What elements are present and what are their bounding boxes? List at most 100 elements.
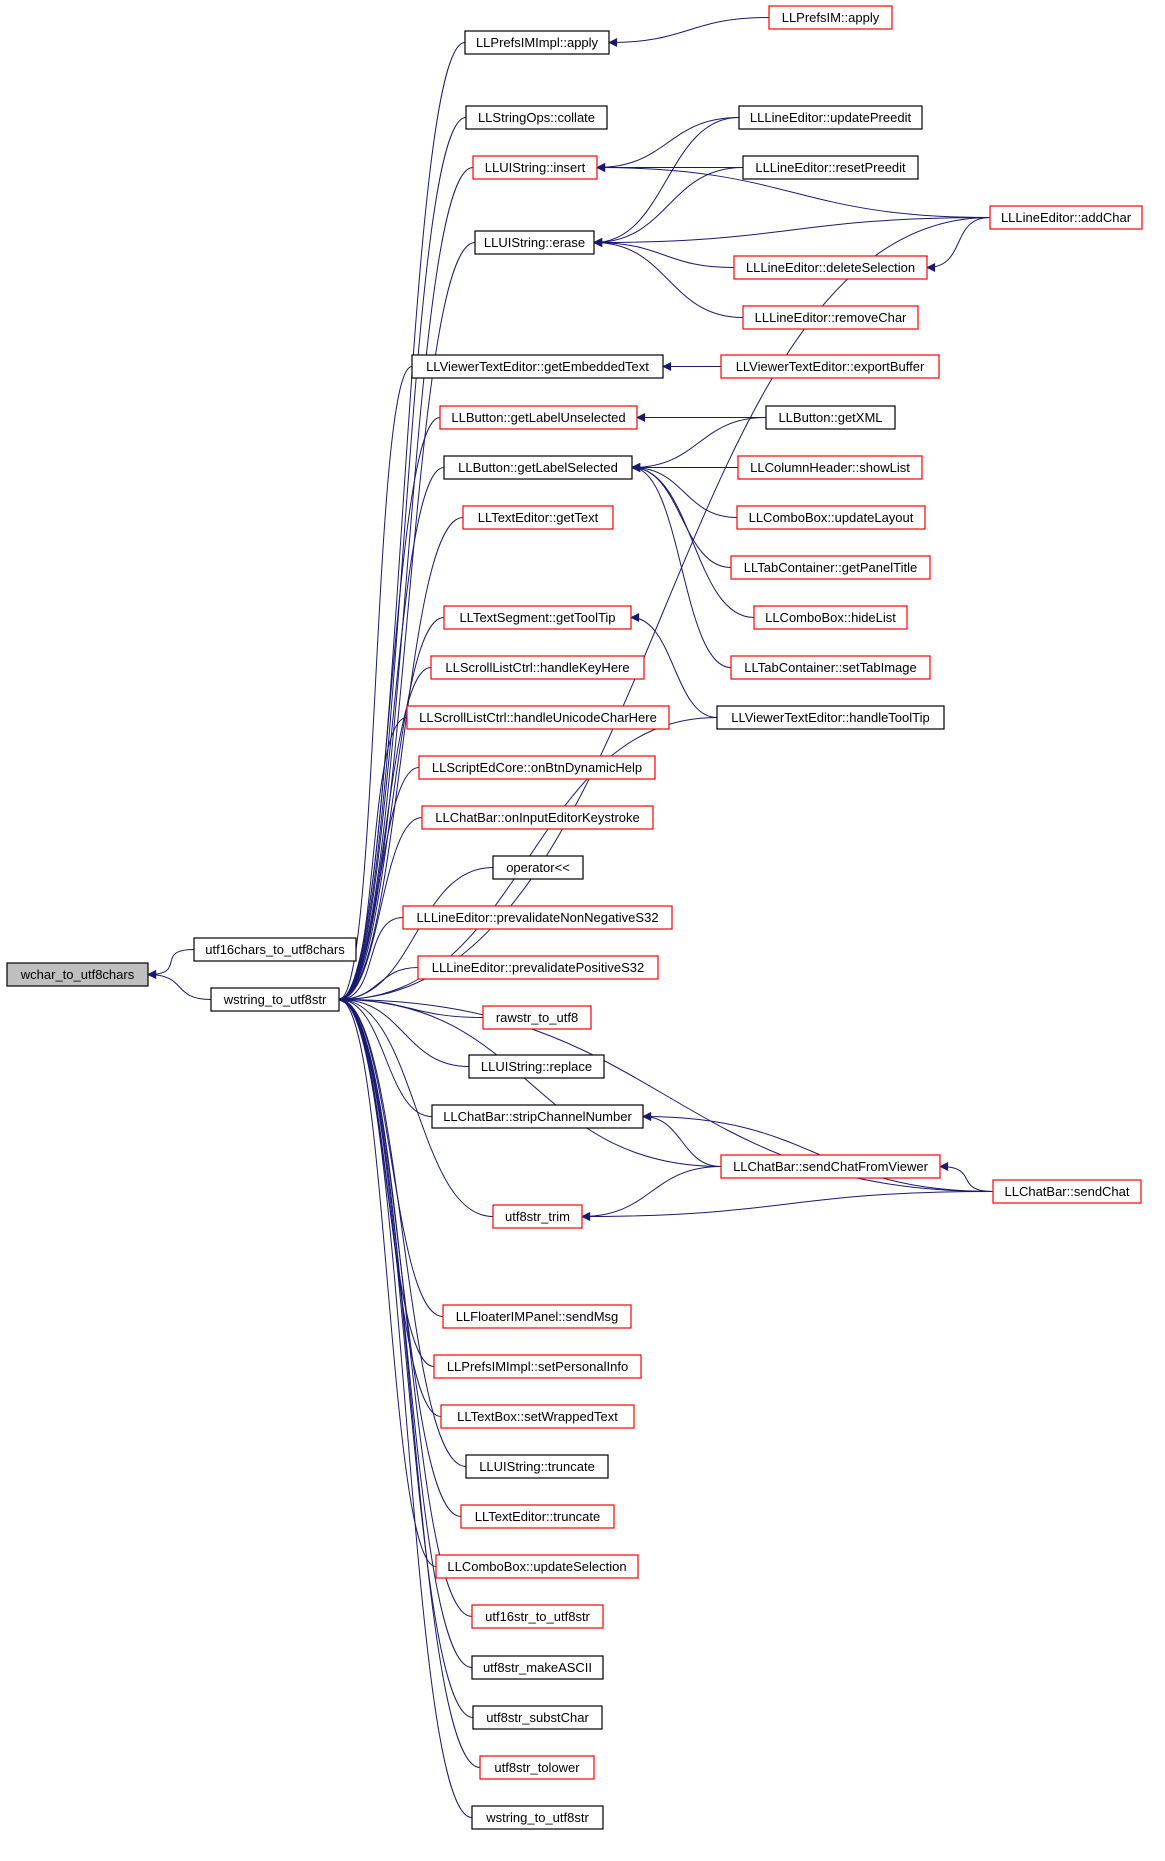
node-llcombobox-updateselection[interactable]: LLComboBox::updateSelection [435,1554,639,1579]
node-llbutton-getlabelselected[interactable]: LLButton::getLabelSelected [443,455,633,480]
node-operator-lshift[interactable]: operator<< [492,855,584,880]
node-lluistring-erase[interactable]: LLUIString::erase [474,230,595,255]
edge-llscriptedcore-onbtndynamichelp-to-wstring-to-utf8str [338,767,420,1004]
node-llcombobox-hidelist[interactable]: LLComboBox::hideList [753,605,908,630]
node-lllineeditor-prevalidatepositives32[interactable]: LLLineEditor::prevalidatePositiveS32 [417,955,659,980]
node-wstring-to-utf8str-2[interactable]: wstring_to_utf8str [471,1805,604,1830]
node-lltexteditor-truncate-box [460,1504,615,1529]
node-lluistring-insert-box [472,155,598,180]
node-utf8str-makeascii[interactable]: utf8str_makeASCII [471,1655,604,1680]
node-lltabcontainer-settabimage[interactable]: LLTabContainer::setTabImage [730,655,931,680]
node-layer: wchar_to_utf8chars utf16chars_to_utf8char… [6,5,1143,1830]
node-llcombobox-updatelayout-label: LLComboBox::updateLayout [749,510,914,525]
node-lltabcontainer-getpaneltitle[interactable]: LLTabContainer::getPanelTitle [730,555,931,580]
edge-lltextsegment-gettooltip-to-wstring-to-utf8str [338,617,445,1004]
node-utf16str-to-utf8str-box [471,1604,604,1629]
node-llscrolllistctrl-handlekeyhere[interactable]: LLScrollListCtrl::handleKeyHere [430,655,645,680]
node-lluistring-truncate-label: LLUIString::truncate [479,1459,595,1474]
node-lltexteditor-truncate-label: LLTextEditor::truncate [475,1509,601,1524]
node-lllineeditor-prevalidatepositives32-box [417,955,659,980]
node-lluistring-erase-box [474,230,595,255]
node-lltexteditor-truncate[interactable]: LLTextEditor::truncate [460,1504,615,1529]
node-llviewertexteditor-getembeddedtext[interactable]: LLViewerTextEditor::getEmbeddedText [411,354,664,379]
node-lllineeditor-prevalidatenonnegatives32[interactable]: LLLineEditor::prevalidateNonNegativeS32 [402,905,673,930]
node-llprefsimimpl-apply-label: LLPrefsIMImpl::apply [476,35,599,50]
node-llprefsimimpl-setpersonalinfo[interactable]: LLPrefsIMImpl::setPersonalInfo [433,1354,642,1379]
node-rawstr-to-utf8[interactable]: rawstr_to_utf8 [482,1005,592,1030]
node-lllineeditor-deleteselection[interactable]: LLLineEditor::deleteSelection [733,255,928,280]
node-lltextsegment-gettooltip[interactable]: LLTextSegment::getToolTip [443,605,632,630]
edge-lllineeditor-deleteselection-to-lluistring-erase [593,238,735,268]
node-llchatbar-sendchat[interactable]: LLChatBar::sendChat [992,1179,1142,1204]
edge-llchatbar-sendchat-to-llchatbar-sendchatfromviewer [939,1162,994,1192]
node-lluistring-replace-label: LLUIString::replace [481,1059,592,1074]
node-llbutton-getxml[interactable]: LLButton::getXML [765,405,896,430]
node-utf8str-substchar[interactable]: utf8str_substChar [472,1705,603,1730]
node-llcombobox-updatelayout[interactable]: LLComboBox::updateLayout [736,505,926,530]
node-utf16chars-to-utf8chars[interactable]: utf16chars_to_utf8chars [193,937,357,962]
edge-llscrolllistctrl-handleunicodecharhere-to-wstring-to-utf8str [338,717,408,1004]
node-llbutton-getlabelunselected-label: LLButton::getLabelUnselected [451,410,625,425]
node-llprefsimimpl-apply[interactable]: LLPrefsIMImpl::apply [464,30,610,55]
node-lllineeditor-addchar[interactable]: LLLineEditor::addChar [989,205,1143,230]
node-wchar-to-utf8chars[interactable]: wchar_to_utf8chars [6,962,149,987]
node-lltabcontainer-settabimage-label: LLTabContainer::setTabImage [744,660,916,675]
node-wstring-to-utf8str-2-box [471,1805,604,1830]
node-lllineeditor-removechar[interactable]: LLLineEditor::removeChar [742,305,919,330]
node-lltabcontainer-settabimage-box [730,655,931,680]
node-llprefsim-apply[interactable]: LLPrefsIM::apply [768,5,893,30]
node-llfloaterimpanel-sendmsg-label: LLFloaterIMPanel::sendMsg [456,1309,619,1324]
node-llscriptedcore-onbtndynamichelp-box [418,755,656,780]
node-utf8str-tolower-label: utf8str_tolower [494,1760,580,1775]
node-lluistring-insert-label: LLUIString::insert [485,160,586,175]
node-llprefsimimpl-setpersonalinfo-label: LLPrefsIMImpl::setPersonalInfo [447,1359,628,1374]
node-utf8str-trim-box [492,1204,583,1229]
node-utf16str-to-utf8str-label: utf16str_to_utf8str [485,1609,590,1624]
edge-lllineeditor-prevalidatepositives32-to-wstring-to-utf8str [338,967,419,1004]
node-wchar-to-utf8chars-box [6,962,149,987]
node-lluistring-insert[interactable]: LLUIString::insert [472,155,598,180]
node-llcombobox-updateselection-box [435,1554,639,1579]
node-utf16chars-to-utf8chars-label: utf16chars_to_utf8chars [205,942,345,957]
node-llcombobox-updateselection-label: LLComboBox::updateSelection [447,1559,626,1574]
node-lltexteditor-gettext[interactable]: LLTextEditor::getText [462,505,614,530]
node-llstringops-collate[interactable]: LLStringOps::collate [465,105,608,130]
node-llviewertexteditor-exportbuffer[interactable]: LLViewerTextEditor::exportBuffer [720,354,940,379]
node-llscriptedcore-onbtndynamichelp[interactable]: LLScriptEdCore::onBtnDynamicHelp [418,755,656,780]
node-lluistring-truncate[interactable]: LLUIString::truncate [465,1454,609,1479]
edge-llcombobox-updateselection-to-wstring-to-utf8str [338,995,437,1567]
node-wstring-to-utf8str[interactable]: wstring_to_utf8str [210,987,340,1012]
node-llbutton-getlabelunselected[interactable]: LLButton::getLabelUnselected [439,405,638,430]
node-lllineeditor-resetpreedit[interactable]: LLLineEditor::resetPreedit [742,155,919,180]
node-utf8str-tolower[interactable]: utf8str_tolower [479,1755,595,1780]
node-llscrolllistctrl-handleunicodecharhere[interactable]: LLScrollListCtrl::handleUnicodeCharHere [406,705,670,730]
edge-llchatbar-oninputeditorkeystroke-to-wstring-to-utf8str [338,817,423,1004]
node-llchatbar-stripchannelnumber[interactable]: LLChatBar::stripChannelNumber [431,1104,644,1129]
node-llchatbar-oninputeditorkeystroke[interactable]: LLChatBar::onInputEditorKeystroke [421,805,654,830]
node-llbutton-getlabelunselected-box [439,405,638,430]
node-lltextbox-setwrappedtext[interactable]: LLTextBox::setWrappedText [440,1404,635,1429]
node-lllineeditor-updatepreedit[interactable]: LLLineEditor::updatePreedit [738,105,923,130]
node-llfloaterimpanel-sendmsg[interactable]: LLFloaterIMPanel::sendMsg [442,1304,632,1329]
node-utf8str-trim[interactable]: utf8str_trim [492,1204,583,1229]
edge-lllineeditor-addchar-to-lluistring-erase [593,217,991,247]
node-llchatbar-sendchatfromviewer[interactable]: LLChatBar::sendChatFromViewer [720,1154,941,1179]
node-utf16str-to-utf8str[interactable]: utf16str_to_utf8str [471,1604,604,1629]
edge-llcombobox-updatelayout-to-llbutton-getlabelselected [631,463,738,518]
node-lluistring-replace[interactable]: LLUIString::replace [468,1054,605,1079]
node-llcombobox-hidelist-box [753,605,908,630]
edge-utf8str-substchar-to-wstring-to-utf8str [338,995,474,1718]
edge-lllineeditor-resetpreedit-to-lluistring-erase [593,167,744,247]
node-llbutton-getlabelselected-label: LLButton::getLabelSelected [458,460,618,475]
edge-lltexteditor-gettext-to-wstring-to-utf8str [338,517,464,1004]
node-llcombobox-hidelist-label: LLComboBox::hideList [765,610,896,625]
node-lllineeditor-addchar-label: LLLineEditor::addChar [1001,210,1132,225]
edge-llchatbar-sendchat-to-llchatbar-stripchannelnumber [642,1112,994,1192]
node-llfloaterimpanel-sendmsg-box [442,1304,632,1329]
node-llviewertexteditor-getembeddedtext-label: LLViewerTextEditor::getEmbeddedText [426,359,649,374]
node-llcolumnheader-showlist[interactable]: LLColumnHeader::showList [737,455,923,480]
node-llviewertexteditor-handletooltip[interactable]: LLViewerTextEditor::handleToolTip [716,705,945,730]
node-lluistring-replace-box [468,1054,605,1079]
node-lllineeditor-updatepreedit-box [738,105,923,130]
